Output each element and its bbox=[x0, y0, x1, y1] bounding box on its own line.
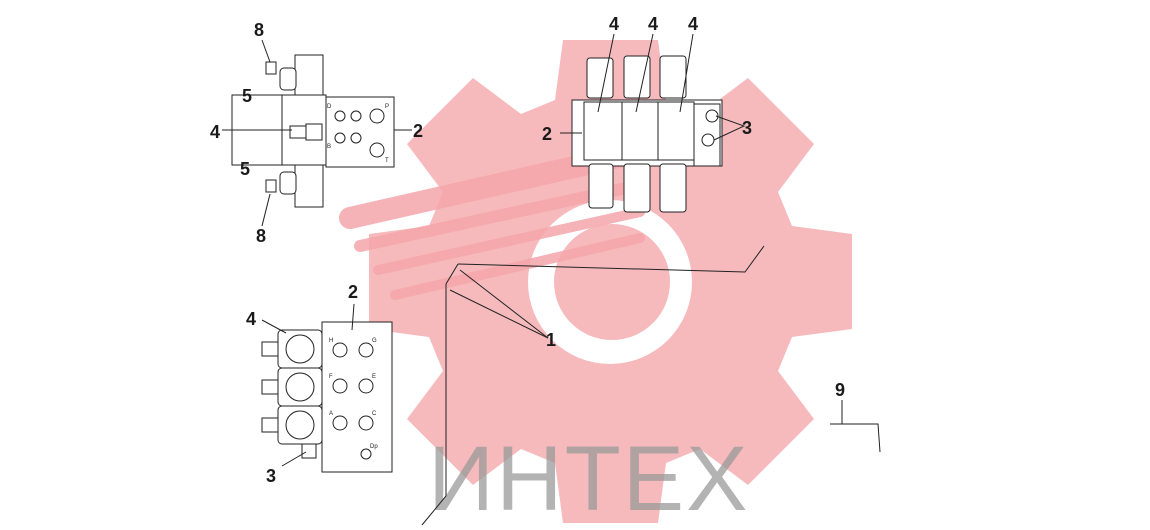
port-f bbox=[332, 378, 348, 394]
connector-2 bbox=[261, 379, 279, 395]
leader-8-bottom bbox=[261, 193, 271, 227]
callout-9: 9 bbox=[835, 380, 845, 400]
valve-section-1 bbox=[583, 101, 623, 161]
stripe-4 bbox=[390, 233, 645, 300]
callout-4-left: 4 bbox=[210, 122, 220, 142]
port-dp bbox=[360, 448, 372, 460]
leader-3-right bbox=[713, 115, 746, 141]
coil-top-2 bbox=[623, 55, 651, 99]
port-d bbox=[334, 110, 346, 122]
port-a bbox=[332, 415, 348, 431]
valve-assembly-bottom-left: H G F E A C Dp bbox=[261, 303, 393, 473]
lower-solenoid-coil bbox=[294, 164, 324, 208]
callout-4-a: 4 bbox=[609, 14, 619, 34]
leader-1-b bbox=[449, 289, 549, 339]
valve-assembly-top-left: D P B T bbox=[222, 39, 412, 227]
callout-3-bottom: 3 bbox=[266, 466, 276, 486]
gear-outline bbox=[369, 40, 852, 523]
callout-5-bottom: 5 bbox=[240, 159, 250, 179]
coil-ring-3 bbox=[285, 410, 315, 440]
port-g bbox=[358, 342, 374, 358]
fitting-bottom bbox=[701, 133, 715, 147]
port-label-t: T bbox=[385, 158, 389, 164]
connector-3 bbox=[261, 417, 279, 433]
watermark-text: ИНТЕХ bbox=[428, 428, 750, 530]
callout-4-b: 4 bbox=[648, 14, 658, 34]
callout-2-bottom: 2 bbox=[348, 282, 358, 302]
callout-2-right: 2 bbox=[542, 124, 552, 144]
pipe-line-upper bbox=[457, 245, 765, 273]
port-d2 bbox=[350, 110, 362, 122]
port-h bbox=[332, 342, 348, 358]
callout-5-top: 5 bbox=[242, 86, 252, 106]
manifold-plate bbox=[325, 96, 395, 168]
coil-ring-2 bbox=[285, 372, 315, 402]
port-t bbox=[369, 142, 385, 158]
port-label-dp: Dp bbox=[370, 444, 378, 450]
pipe-9-end bbox=[830, 423, 881, 453]
port-c bbox=[358, 415, 374, 431]
callout-8-top: 8 bbox=[254, 20, 264, 40]
port-label-c: C bbox=[372, 411, 377, 417]
leader-4-b bbox=[635, 33, 654, 113]
connector-1 bbox=[261, 341, 279, 357]
coil-bottom-3 bbox=[659, 163, 687, 213]
coil-bottom-2 bbox=[623, 163, 651, 213]
coil-bottom-1 bbox=[588, 163, 614, 209]
leader-3-bottom bbox=[281, 451, 307, 467]
pipe-line-connector bbox=[445, 263, 459, 285]
port-label-g: G bbox=[372, 338, 377, 344]
stripe-3 bbox=[373, 207, 645, 275]
port-label-d: D bbox=[327, 104, 332, 110]
leader-4-a bbox=[597, 33, 615, 113]
port-b bbox=[334, 132, 346, 144]
callout-2-left: 2 bbox=[413, 121, 423, 141]
leader-4-bottom bbox=[261, 319, 287, 334]
upper-connector bbox=[265, 61, 277, 75]
coil-ring-1 bbox=[285, 334, 315, 364]
port-label-e: E bbox=[372, 374, 376, 380]
lower-solenoid-cap bbox=[279, 171, 297, 195]
callout-4-bottom: 4 bbox=[246, 309, 256, 329]
port-e bbox=[358, 378, 374, 394]
callout-3-right: 3 bbox=[742, 118, 752, 138]
leader-8-top bbox=[261, 39, 271, 63]
port-p bbox=[369, 108, 385, 124]
manifold-block bbox=[321, 321, 393, 473]
port-label-b: B bbox=[327, 144, 331, 150]
callout-8-bottom: 8 bbox=[256, 226, 266, 246]
leader-2-bottom bbox=[351, 303, 355, 331]
lower-connector bbox=[265, 179, 277, 193]
port-label-h: H bbox=[329, 338, 333, 344]
spool-nut bbox=[305, 123, 323, 141]
upper-solenoid-coil bbox=[294, 54, 324, 96]
fitting bbox=[301, 443, 317, 459]
upper-solenoid-cap bbox=[279, 67, 297, 91]
callout-1: 1 bbox=[546, 330, 556, 350]
leader-1-a bbox=[459, 269, 549, 339]
callout-4-c: 4 bbox=[688, 14, 698, 34]
pipe-lines bbox=[421, 245, 881, 526]
valve-assembly-top-right bbox=[560, 33, 746, 213]
fitting-top bbox=[705, 109, 719, 123]
port-b2 bbox=[350, 132, 362, 144]
valve-section-3 bbox=[657, 101, 695, 161]
port-label-a: A bbox=[329, 411, 333, 417]
leader-4-c bbox=[679, 33, 694, 113]
coil-top-1 bbox=[586, 57, 614, 99]
port-label-p: P bbox=[385, 104, 389, 110]
coil-top-3 bbox=[659, 55, 687, 99]
pipe-line-lower bbox=[421, 284, 447, 526]
valve-section-2 bbox=[621, 101, 659, 161]
spool-knob bbox=[289, 125, 307, 139]
port-label-f: F bbox=[329, 374, 333, 380]
